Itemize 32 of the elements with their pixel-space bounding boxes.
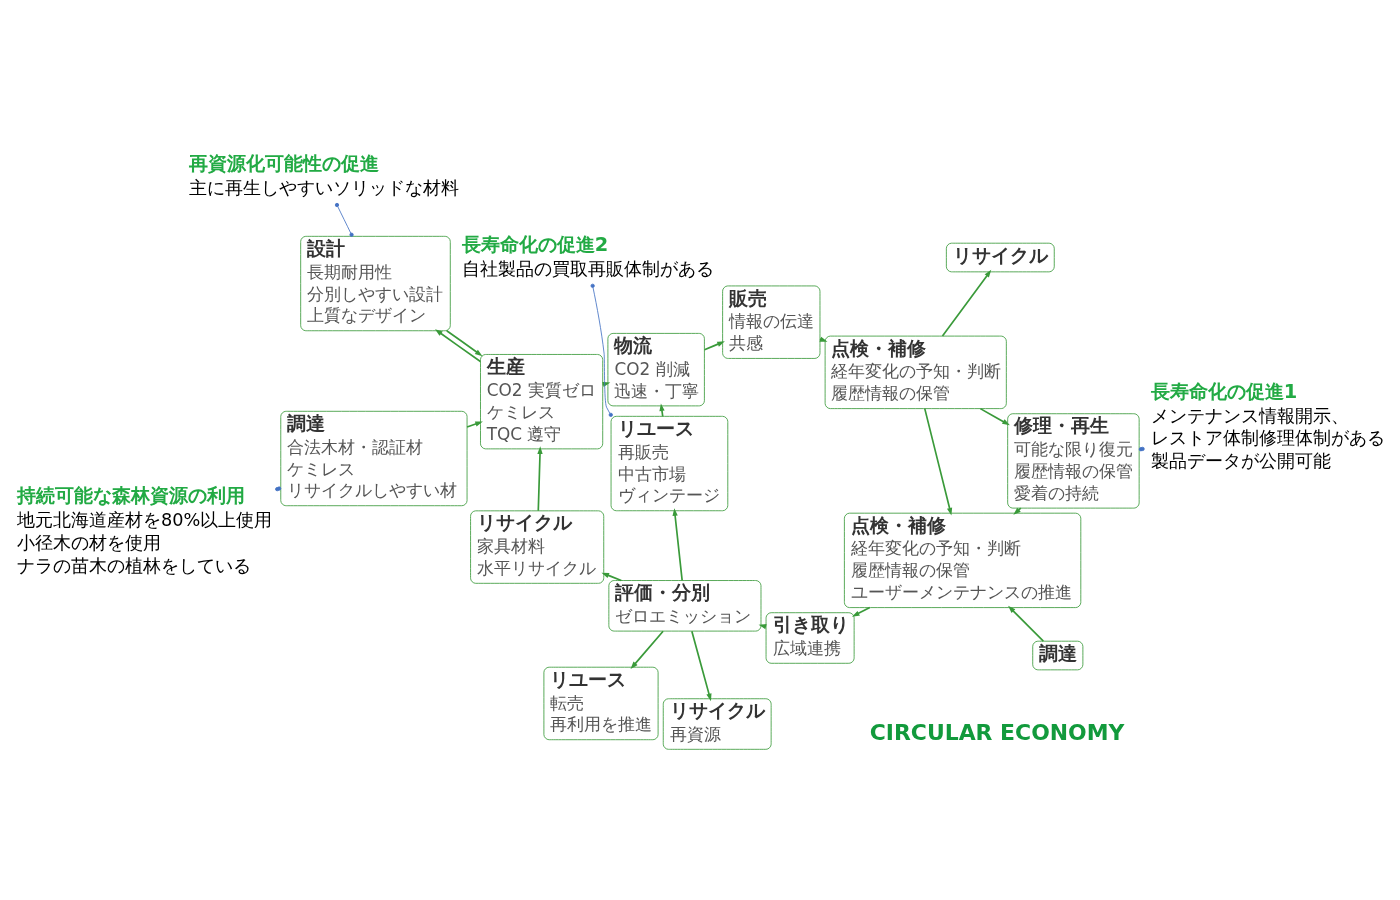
connector [590,283,613,417]
node-text: 長寿命化の促進1 メンテナンス情報開示、 レストア体制修理体制がある 製品データが公開可能 [1150,379,1385,472]
connector [334,202,354,237]
node-text: 持続可能な森林資源の利用 地元北海道産材を80%以上使用 小径木の材を使用 ナラの苗木の植林をしている [16,484,273,576]
node-box: リサイクル [945,242,1055,273]
node-box: リサイクル 再資源 [662,698,772,750]
node-text: 長寿命化の促進2 自社製品の買取再販体制がある [461,232,714,279]
arrow [537,446,543,512]
node-box: リユース 再販売 中古市場 ヴィンテージ [610,415,729,512]
arrow [630,630,664,670]
arrow [672,508,683,582]
node-box: 調達 [1032,640,1084,671]
label: CIRCULAR ECONOMY [869,719,1125,745]
arrow [1008,605,1045,642]
arrow [923,407,953,516]
node-box: リユース 転売 再利用を推進 [543,666,659,741]
node-box: 物流 CO2 削減 迅速・丁寧 [607,332,705,407]
node-box: 点検・補修 経年変化の予知・判断 履歴情報の保管 ユーザーメンテナンスの推進 [843,512,1082,608]
arrow [435,329,482,363]
arrow [601,572,623,582]
arrow [445,329,483,357]
node-box: リサイクル 家具材料 水平リサイクル [470,510,605,584]
arrow [979,407,1010,426]
node-box: 点検・補修 経年変化の予知・判断 履歴情報の保管 [824,335,1007,409]
arrow [941,269,992,337]
arrow [851,606,871,617]
arrow [466,421,483,428]
node-box: 評価・分別 ゼロエミッション [608,580,762,632]
arrow [691,630,712,702]
node-box: 設計 長期耐用性 分別しやすい設計 上質なデザイン [300,235,451,332]
node-text: 再資源化可能性の促進 主に再生しやすいソリッドな材料 [188,152,459,199]
arrow [703,341,725,351]
